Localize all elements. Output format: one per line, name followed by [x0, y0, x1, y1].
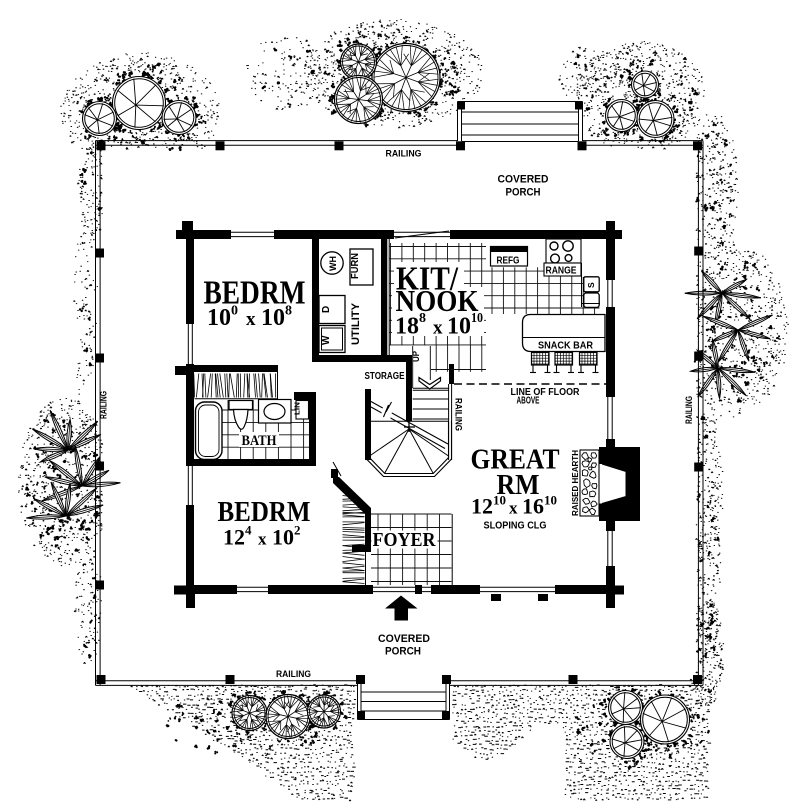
svg-text:2: 2 [294, 523, 301, 538]
svg-text:PORCH: PORCH [385, 646, 421, 658]
svg-text:10: 10 [207, 305, 231, 331]
svg-text:RANGE: RANGE [546, 265, 577, 277]
svg-text:LINE OF FLOOR: LINE OF FLOOR [511, 386, 580, 398]
svg-text:STORAGE: STORAGE [365, 370, 405, 382]
svg-text:10: 10 [471, 311, 483, 326]
svg-text:FURN: FURN [350, 253, 361, 279]
svg-text:ABOVE: ABOVE [517, 395, 540, 407]
svg-text:PORCH: PORCH [506, 187, 541, 199]
svg-text:D: D [321, 306, 332, 313]
svg-text:SNACK BAR: SNACK BAR [538, 340, 593, 352]
svg-text:RAILING: RAILING [386, 149, 422, 160]
svg-text:RAISED HEARTH: RAISED HEARTH [570, 450, 580, 516]
svg-text:RAILING: RAILING [453, 398, 464, 431]
svg-text:x: x [258, 530, 267, 549]
svg-text:8: 8 [285, 304, 292, 319]
svg-text:18: 18 [395, 314, 419, 340]
svg-text:REFG: REFG [497, 255, 520, 267]
svg-text:UTILITY: UTILITY [350, 302, 362, 345]
svg-text:8: 8 [419, 311, 426, 326]
svg-text:WH: WH [328, 256, 338, 271]
svg-text:BATH: BATH [242, 433, 277, 449]
svg-text:UP: UP [411, 351, 421, 362]
svg-text:COVERED: COVERED [498, 174, 549, 186]
svg-text:S: S [586, 282, 596, 288]
svg-text:W: W [321, 335, 332, 345]
svg-text:LIN: LIN [293, 402, 302, 415]
svg-text:BEDRM: BEDRM [218, 497, 311, 528]
svg-text:BEDRM: BEDRM [204, 275, 306, 312]
svg-text:x: x [246, 309, 256, 330]
svg-text:RM: RM [497, 470, 540, 501]
svg-text:4: 4 [245, 523, 252, 538]
svg-text:x: x [509, 499, 518, 518]
svg-text:0: 0 [231, 304, 238, 319]
svg-text:SLOPING CLG: SLOPING CLG [484, 521, 547, 532]
svg-text:x: x [433, 318, 443, 339]
svg-text:10: 10 [272, 525, 294, 550]
svg-text:10: 10 [544, 493, 557, 508]
svg-text:10: 10 [447, 314, 471, 340]
svg-text:12: 12 [471, 494, 493, 519]
svg-text:COVERED: COVERED [378, 633, 430, 645]
svg-text:RAILING: RAILING [99, 391, 110, 419]
svg-text:16: 16 [522, 494, 544, 519]
svg-text:KIT/: KIT/ [396, 261, 458, 298]
svg-text:RAILING: RAILING [684, 396, 695, 424]
svg-text:12: 12 [223, 525, 245, 550]
svg-text:GREAT: GREAT [471, 445, 560, 476]
svg-text:NOOK: NOOK [396, 283, 479, 318]
svg-text:10: 10 [493, 493, 506, 508]
svg-text:FOYER: FOYER [373, 529, 437, 551]
svg-text:RAILING: RAILING [276, 669, 311, 680]
svg-text:10: 10 [261, 305, 285, 331]
